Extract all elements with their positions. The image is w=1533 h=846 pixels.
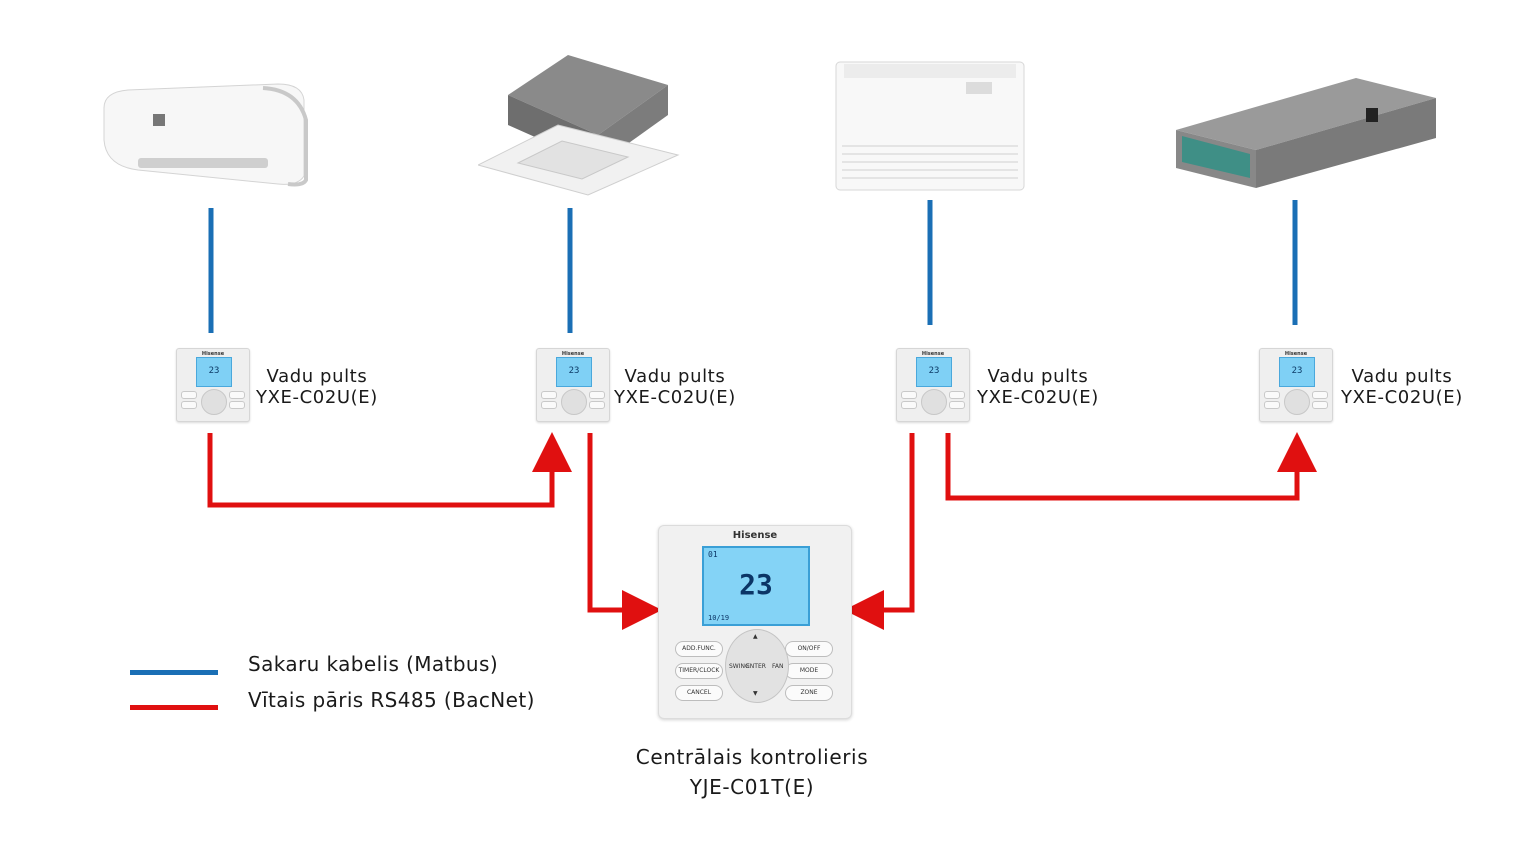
remote-display: 23 bbox=[196, 357, 232, 387]
remote-title: Vadu pults bbox=[987, 366, 1089, 387]
ceiling-cassette-unit-image bbox=[478, 55, 680, 196]
floor-ceiling-unit-image bbox=[835, 61, 1025, 191]
wall-split-unit-image bbox=[103, 83, 308, 187]
bacnet-link-3-4 bbox=[945, 432, 1317, 501]
add-func-button[interactable]: ADD.FUNC. bbox=[675, 641, 723, 657]
remote-display: 23 bbox=[916, 357, 952, 387]
bacnet-link-2-central bbox=[587, 433, 662, 630]
remote-model: YXE-C02U(E) bbox=[614, 387, 736, 408]
central-brand: Hisense bbox=[732, 530, 778, 541]
remote-model: YXE-C02U(E) bbox=[977, 387, 1099, 408]
down-arrow-icon[interactable]: ▼ bbox=[753, 690, 758, 697]
remote-label-3: Vadu pults YXE-C02U(E) bbox=[977, 366, 1099, 408]
remote-model: YXE-C02U(E) bbox=[1341, 387, 1463, 408]
on-off-button[interactable]: ON/OFF bbox=[785, 641, 833, 657]
timer-clock-button[interactable]: TIMER/CLOCK bbox=[675, 663, 723, 679]
remote-button[interactable] bbox=[181, 391, 197, 399]
remote-button[interactable] bbox=[181, 401, 197, 409]
remote-button[interactable] bbox=[901, 391, 917, 399]
remote-brand: Hisense bbox=[1284, 351, 1308, 357]
wired-remote-4[interactable]: Hisense 23 bbox=[1259, 348, 1333, 422]
remote-button[interactable] bbox=[949, 391, 965, 399]
remote-button[interactable] bbox=[1264, 401, 1280, 409]
ducted-unit-image bbox=[1176, 78, 1436, 188]
central-display-temp: 23 bbox=[739, 568, 773, 601]
up-arrow-icon[interactable]: ▲ bbox=[753, 633, 758, 640]
fan-button[interactable]: FAN bbox=[772, 663, 784, 670]
remote-button[interactable] bbox=[541, 391, 557, 399]
remote-button[interactable] bbox=[229, 401, 245, 409]
remote-button[interactable] bbox=[589, 401, 605, 409]
central-display-bottom: 10/19 bbox=[708, 614, 730, 622]
remote-button[interactable] bbox=[229, 391, 245, 399]
wired-remote-1[interactable]: Hisense 23 bbox=[176, 348, 250, 422]
bacnet-link-1-2 bbox=[207, 432, 572, 508]
remote-title: Vadu pults bbox=[266, 366, 368, 387]
remote-brand: Hisense bbox=[201, 351, 225, 357]
central-controller-label: Centrālais kontrolieris YJE-C01T(E) bbox=[602, 742, 902, 802]
remote-model: YXE-C02U(E) bbox=[256, 387, 378, 408]
central-controller[interactable]: Hisense 01 23 10/19 ADD.FUNC. TIMER/CLOC… bbox=[658, 525, 852, 719]
cancel-button[interactable]: CANCEL bbox=[675, 685, 723, 701]
remote-display: 23 bbox=[556, 357, 592, 387]
remote-brand: Hisense bbox=[921, 351, 945, 357]
remote-label-4: Vadu pults YXE-C02U(E) bbox=[1341, 366, 1463, 408]
remote-button[interactable] bbox=[949, 401, 965, 409]
wired-remote-2[interactable]: Hisense 23 bbox=[536, 348, 610, 422]
legend-matbus-line bbox=[130, 670, 218, 675]
wired-remote-3[interactable]: Hisense 23 bbox=[896, 348, 970, 422]
legend-bacnet-line bbox=[130, 705, 218, 710]
central-display-top: 01 bbox=[708, 550, 718, 559]
remote-navigation-pad[interactable] bbox=[561, 389, 587, 415]
central-title: Centrālais kontrolieris bbox=[635, 745, 869, 769]
swing-button[interactable]: SWING bbox=[729, 663, 750, 670]
remote-brand: Hisense bbox=[561, 351, 585, 357]
remote-button[interactable] bbox=[901, 401, 917, 409]
remote-title: Vadu pults bbox=[1351, 366, 1453, 387]
bacnet-link-3-central bbox=[844, 433, 915, 630]
remote-button[interactable] bbox=[1312, 401, 1328, 409]
mode-button[interactable]: MODE bbox=[785, 663, 833, 679]
remote-button[interactable] bbox=[1312, 391, 1328, 399]
remote-label-1: Vadu pults YXE-C02U(E) bbox=[256, 366, 378, 408]
remote-button[interactable] bbox=[541, 401, 557, 409]
remote-button[interactable] bbox=[589, 391, 605, 399]
legend-bacnet-text: Vītais pāris RS485 (BacNet) bbox=[248, 688, 535, 712]
zone-button[interactable]: ZONE bbox=[785, 685, 833, 701]
remote-navigation-pad[interactable] bbox=[921, 389, 947, 415]
remote-label-2: Vadu pults YXE-C02U(E) bbox=[614, 366, 736, 408]
remote-title: Vadu pults bbox=[624, 366, 726, 387]
remote-navigation-pad[interactable] bbox=[1284, 389, 1310, 415]
central-model: YJE-C01T(E) bbox=[689, 775, 815, 799]
central-navigation-pad[interactable]: ▲ ▼ SWING ENTER FAN bbox=[725, 629, 789, 703]
central-display: 01 23 10/19 bbox=[702, 546, 810, 626]
remote-display: 23 bbox=[1279, 357, 1315, 387]
remote-navigation-pad[interactable] bbox=[201, 389, 227, 415]
enter-button[interactable]: ENTER bbox=[746, 663, 766, 670]
remote-button[interactable] bbox=[1264, 391, 1280, 399]
legend-matbus-text: Sakaru kabelis (Matbus) bbox=[248, 652, 499, 676]
